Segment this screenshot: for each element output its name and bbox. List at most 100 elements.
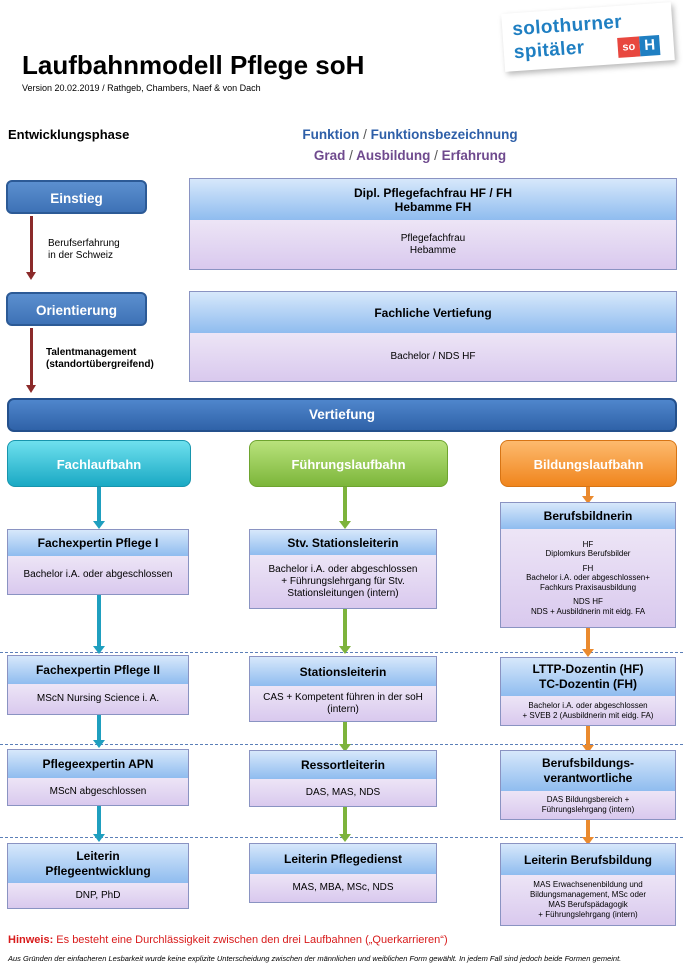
box-fuehrung-3-body: DAS, MAS, NDS — [250, 779, 436, 806]
box-bildung-1-line: FH — [582, 563, 594, 573]
arrow-bildung-2 — [582, 628, 594, 657]
logo-badge-h: H — [639, 35, 661, 57]
box-bildung-2: LTTP-Dozentin (HF) TC-Dozentin (FH) Bach… — [500, 657, 676, 726]
box-fuehrung-1-head: Stv. Stationsleiterin — [250, 530, 436, 556]
header-funktion: Funktion / Funktionsbezeichnung — [190, 127, 630, 142]
box-fach-4: Leiterin Pflegeentwicklung DNP, PhD — [7, 843, 189, 909]
box-orientierung: Fachliche Vertiefung Bachelor / NDS HF — [189, 291, 677, 382]
box-bildung-1-head: Berufsbildnerin — [501, 503, 675, 530]
arrow-fuehrung-2 — [339, 609, 351, 654]
box-fuehrung-4: Leiterin Pflegedienst MAS, MBA, MSc, NDS — [249, 843, 437, 903]
entry-title-2: Hebamme FH — [394, 199, 472, 214]
track-fuehrungslaufbahn: Führungslaufbahn — [249, 440, 448, 487]
phase-vertiefung: Vertiefung — [7, 398, 677, 432]
box-fach-3: Pflegeexpertin APN MScN abgeschlossen — [7, 749, 189, 806]
box-fuehrung-2-line: CAS + Kompetent führen in der soH — [263, 691, 423, 703]
box-bildung-2-line: + SVEB 2 (Ausbildnerin mit eidg. FA) — [522, 710, 654, 720]
header-separator: / — [363, 127, 367, 142]
box-fuehrung-2-line: (intern) — [327, 703, 359, 715]
box-bildung-4-line: + Führungslehrgang (intern) — [538, 910, 638, 919]
box-bildung-3-head: Berufsbildungs- verantwortliche — [501, 751, 675, 792]
box-bildung-2-line: Bachelor i.A. oder abgeschlossen — [528, 700, 648, 710]
box-bildung-2-body: Bachelor i.A. oder abgeschlossen + SVEB … — [501, 696, 675, 725]
arrow-fuehrung-1 — [339, 487, 351, 529]
box-bildung-2-title-2: TC-Dozentin (FH) — [539, 677, 637, 691]
arrow-label-line: in der Schweiz — [48, 250, 114, 261]
box-fuehrung-1-line: Stationsleitungen (intern) — [287, 587, 399, 599]
box-fuehrung-2-body: CAS + Kompetent führen in der soH (inter… — [250, 686, 436, 721]
arrow-einstieg-orientierung — [26, 216, 36, 280]
box-fuehrung-2-head: Stationsleiterin — [250, 657, 436, 687]
box-fach-2-body: MScN Nursing Science i. A. — [8, 684, 188, 714]
header-funktionsbezeichnung-text: Funktionsbezeichnung — [370, 127, 518, 142]
arrow-fuehrung-4 — [339, 807, 351, 842]
box-entry: Dipl. Pflegefachfrau HF / FH Hebamme FH … — [189, 178, 677, 270]
arrow-bildung-3 — [582, 726, 594, 753]
hinweis-text: Es besteht eine Durchlässigkeit zwischen… — [56, 934, 448, 946]
track-fachlaufbahn: Fachlaufbahn — [7, 440, 191, 487]
entry-detail-2: Hebamme — [409, 244, 457, 256]
header-separator: / — [349, 148, 353, 163]
arrow-label-line: Berufserfahrung — [48, 238, 120, 249]
arrow-label-line: (standortübergreifend) — [46, 359, 154, 370]
box-bildung-2-head: LTTP-Dozentin (HF) TC-Dozentin (FH) — [501, 658, 675, 697]
arrow-bildung-1 — [582, 487, 594, 504]
box-entry-head: Dipl. Pflegefachfrau HF / FH Hebamme FH — [190, 179, 676, 221]
box-fach-4-body: DNP, PhD — [8, 883, 188, 908]
arrow-fuehrung-3 — [339, 722, 351, 752]
box-entry-body: Pflegefachfrau Hebamme — [190, 220, 676, 269]
header-separator: / — [434, 148, 438, 163]
box-fach-1-body: Bachelor i.A. oder abgeschlossen — [8, 556, 188, 594]
box-bildung-1-line: NDS HF — [573, 597, 603, 607]
box-bildung-3-body: DAS Bildungsbereich + Führungslehrgang (… — [501, 791, 675, 819]
box-fuehrung-2: Stationsleiterin CAS + Kompetent führen … — [249, 656, 437, 722]
arrow-bildung-4 — [582, 820, 594, 845]
box-bildung-1-line: HF — [582, 539, 594, 549]
header-grad-text: Grad — [313, 148, 346, 163]
arrow-label-talentmanagement: Talentmanagement (standortübergreifend) — [46, 347, 154, 371]
box-bildung-1-line: Fachkurs Praxisausbildung — [539, 582, 637, 592]
box-fach-2: Fachexpertin Pflege II MScN Nursing Scie… — [7, 655, 189, 715]
box-bildung-4-body: MAS Erwachsenenbildung und Bildungsmanag… — [501, 875, 675, 925]
box-fach-2-head: Fachexpertin Pflege II — [8, 656, 188, 685]
box-bildung-1: Berufsbildnerin HF Diplomkurs Berufsbild… — [500, 502, 676, 628]
hinweis-label: Hinweis: — [8, 934, 54, 946]
box-fuehrung-1-line: Bachelor i.A. oder abgeschlossen — [268, 563, 418, 575]
hinweis-note: Hinweis: Es besteht eine Durchlässigkeit… — [8, 934, 448, 946]
entry-detail-1: Pflegefachfrau — [400, 232, 466, 244]
box-bildung-1-line: NDS + Ausbildnerin mit eidg. FA — [530, 606, 646, 616]
header-funktion-text: Funktion — [302, 127, 360, 142]
box-fuehrung-4-body: MAS, MBA, MSc, NDS — [250, 874, 436, 902]
box-bildung-4-line: Bildungsmanagement, MSc oder — [529, 890, 647, 899]
box-bildung-2-title-1: LTTP-Dozentin (HF) — [532, 662, 644, 676]
header-erfahrung-text: Erfahrung — [441, 148, 507, 163]
entry-title-1: Dipl. Pflegefachfrau HF / FH — [353, 185, 512, 200]
box-bildung-1-line: Diplomkurs Berufsbilder — [545, 549, 631, 559]
logo-badge-so: so — [617, 36, 641, 58]
arrow-fach-4 — [93, 806, 105, 842]
box-fuehrung-4-head: Leiterin Pflegedienst — [250, 844, 436, 875]
arrow-label-line: Talentmanagement — [46, 347, 137, 358]
soh-logo: solothurner spitäler so H — [501, 2, 675, 72]
header-entwicklungsphase: Entwicklungsphase — [8, 127, 130, 142]
version-line: Version 20.02.2019 / Rathgeb, Chambers, … — [22, 83, 261, 93]
box-orientierung-head: Fachliche Vertiefung — [190, 292, 676, 334]
arrow-orientierung-vertiefung — [26, 328, 36, 393]
box-fach-4-title-2: Pflegeentwicklung — [45, 863, 151, 878]
box-fach-4-head: Leiterin Pflegeentwicklung — [8, 844, 188, 884]
box-fuehrung-1: Stv. Stationsleiterin Bachelor i.A. oder… — [249, 529, 437, 609]
box-bildung-1-body: HF Diplomkurs Berufsbilder FH Bachelor i… — [501, 529, 675, 627]
header-ausbildung-text: Ausbildung — [356, 148, 431, 163]
box-fuehrung-1-body: Bachelor i.A. oder abgeschlossen + Führu… — [250, 555, 436, 608]
box-bildung-3-title-1: Berufsbildungs- — [542, 756, 634, 770]
box-bildung-3-line: Führungslehrgang (intern) — [541, 805, 635, 814]
box-fach-4-title-1: Leiterin — [76, 848, 120, 863]
arrow-fach-1 — [93, 487, 105, 529]
box-bildung-3-line: DAS Bildungsbereich + — [546, 795, 630, 804]
box-bildung-4: Leiterin Berufsbildung MAS Erwachsenenbi… — [500, 843, 676, 926]
box-bildung-1-line: Bachelor i.A. oder abgeschlossen+ — [526, 573, 650, 583]
phase-orientierung: Orientierung — [6, 292, 147, 326]
header-grad: Grad / Ausbildung / Erfahrung — [190, 148, 630, 163]
page-title: Laufbahnmodell Pflege soH — [22, 50, 365, 80]
box-fuehrung-3: Ressortleiterin DAS, MAS, NDS — [249, 750, 437, 807]
